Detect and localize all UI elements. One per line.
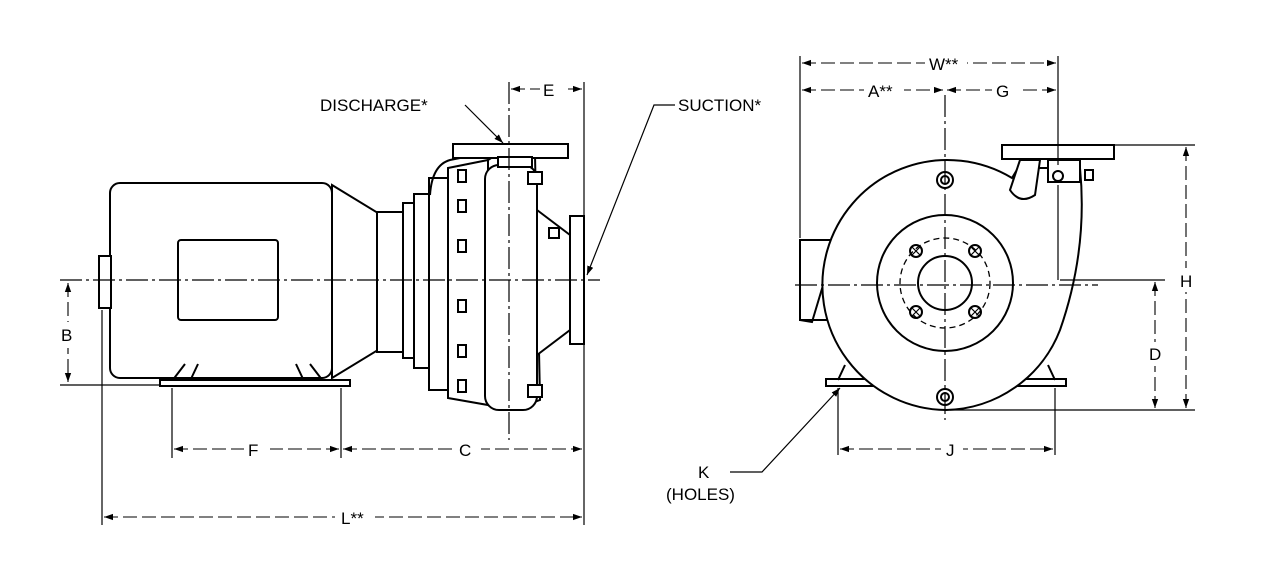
label-d: D bbox=[1149, 345, 1161, 364]
label-c: C bbox=[459, 441, 471, 460]
label-j: J bbox=[946, 441, 955, 460]
bracket bbox=[428, 177, 450, 391]
motor-foot-left bbox=[171, 363, 199, 382]
discharge-neck bbox=[497, 156, 533, 168]
suction-flange-holes bbox=[909, 244, 982, 319]
dimension-labels: E DISCHARGE* SUCTION* B F C L** W** A** … bbox=[56, 52, 1198, 528]
motor-foot-right bbox=[295, 363, 324, 382]
side-view bbox=[60, 82, 675, 525]
k-holes-leader bbox=[730, 387, 841, 473]
label-a: A** bbox=[868, 82, 893, 101]
discharge-flange bbox=[452, 143, 569, 159]
label-k: K bbox=[698, 463, 710, 482]
adapter-cylinder bbox=[376, 211, 406, 353]
label-e: E bbox=[543, 81, 554, 100]
label-discharge: DISCHARGE* bbox=[320, 96, 428, 115]
label-l: L** bbox=[341, 509, 364, 528]
label-f: F bbox=[248, 441, 258, 460]
motor-adapter bbox=[331, 183, 379, 380]
discharge-leader bbox=[464, 104, 504, 144]
suction-leader bbox=[586, 104, 675, 276]
label-w: W** bbox=[929, 55, 959, 74]
label-g: G bbox=[996, 82, 1009, 101]
label-suction: SUCTION* bbox=[678, 96, 762, 115]
motor-end-cap bbox=[98, 255, 112, 309]
pump-casing-back bbox=[447, 158, 489, 407]
motor-base-plate bbox=[159, 379, 351, 387]
front-view bbox=[730, 56, 1195, 473]
seal-plate-inner bbox=[413, 193, 431, 369]
label-h: H bbox=[1180, 272, 1192, 291]
gauge-tube bbox=[429, 157, 461, 196]
casing-bolts bbox=[457, 169, 543, 398]
label-b: B bbox=[61, 326, 72, 345]
label-holes: (HOLES) bbox=[666, 485, 735, 504]
pump-volute-face bbox=[484, 164, 538, 411]
